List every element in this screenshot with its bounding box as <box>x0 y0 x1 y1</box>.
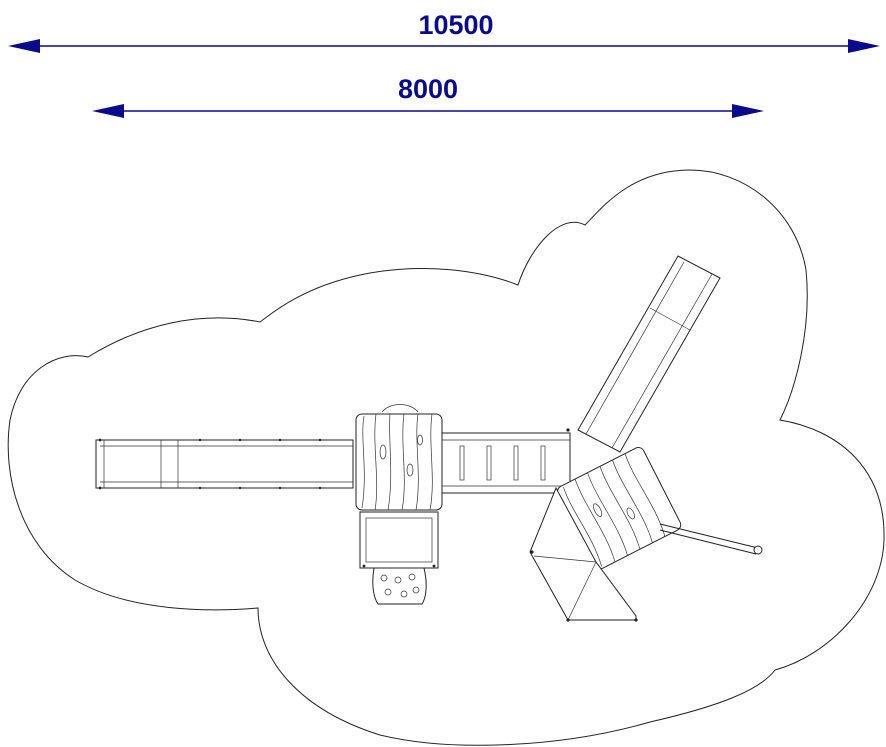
bolt-markers <box>98 428 638 622</box>
tower-right <box>557 447 682 570</box>
dimension-inner-label: 8000 <box>398 74 458 104</box>
dimension-inner: 8000 <box>92 74 764 118</box>
dimension-inner-arrow-left <box>92 104 124 118</box>
dimension-overall: 10500 <box>8 10 880 53</box>
tower-left <box>355 404 443 511</box>
dimension-overall-arrow-left <box>8 39 40 53</box>
dimension-overall-arrow-right <box>848 39 880 53</box>
safety-zone-outline <box>7 169 885 746</box>
climbing-wall <box>372 567 427 605</box>
bridge-middle <box>441 432 571 494</box>
dimension-overall-label: 10500 <box>418 10 493 40</box>
platform-left-lower <box>359 511 439 569</box>
pole-right <box>659 523 763 555</box>
dimension-inner-arrow-right <box>732 104 764 118</box>
straight-slide-right <box>577 255 721 453</box>
straight-slide-left <box>95 439 354 489</box>
